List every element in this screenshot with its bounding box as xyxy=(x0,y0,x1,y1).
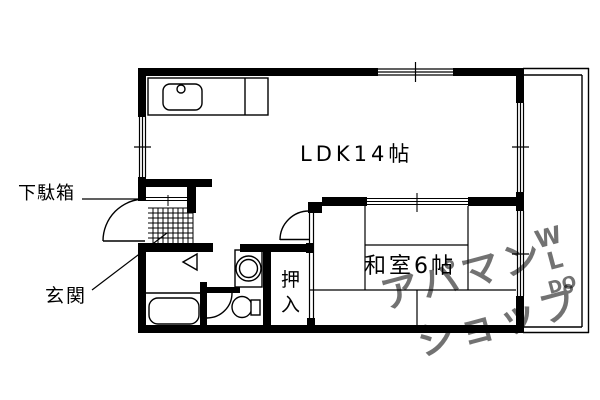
kitchen-counter-outline xyxy=(147,77,269,116)
wall-top-right xyxy=(453,68,523,76)
windows xyxy=(134,62,529,296)
window-left xyxy=(134,117,151,177)
hall-door xyxy=(279,210,310,241)
washitsu-room xyxy=(309,193,516,325)
window-top xyxy=(378,62,453,82)
window-right-upper xyxy=(512,103,529,192)
wall-oshiire-left xyxy=(263,252,271,325)
kitchen-sink-icon xyxy=(162,83,203,111)
wall-washitsu-top-left xyxy=(322,197,367,206)
oshiire-closet xyxy=(308,213,315,325)
washitsu-fusuma xyxy=(367,193,468,212)
kitchen-counter xyxy=(147,77,269,116)
genkan-area xyxy=(102,195,194,243)
wall-washitsu-top-right xyxy=(468,197,516,206)
oshiire-label-char1: 押 xyxy=(281,269,300,291)
entrance-door-arc xyxy=(102,198,146,242)
wall-left-mid xyxy=(138,177,146,201)
toilet-icon xyxy=(231,295,253,319)
washing-machine-icon xyxy=(234,249,263,288)
toilet-door-arc xyxy=(206,292,233,319)
getabako-label: 下駄箱 xyxy=(18,183,75,204)
wall-hall-vertical xyxy=(187,187,196,213)
wall-hall-horizontal xyxy=(145,179,212,187)
faucet-icon xyxy=(176,84,186,94)
wall-right-bottom xyxy=(516,296,524,333)
tatami-lines xyxy=(309,206,516,325)
balcony xyxy=(523,67,590,334)
watermark-side-l: L xyxy=(544,245,566,276)
watermark: アパマン ショップ W L DO xyxy=(376,220,586,365)
wall-niche-top xyxy=(240,244,308,252)
washitsu-label: 和室6帖 xyxy=(364,254,456,279)
genkan-leader xyxy=(91,232,168,291)
walls xyxy=(138,68,524,333)
wall-left-upper xyxy=(138,68,146,117)
washing-machine-drum-inner xyxy=(238,258,259,279)
hall-door-arc xyxy=(279,210,310,241)
ldk-label: LDK14帖 xyxy=(300,142,413,166)
genkan-tile-grid xyxy=(148,207,194,243)
oshiire-label-char2: 入 xyxy=(281,294,300,316)
wall-right-top xyxy=(516,68,524,103)
entrance-door xyxy=(102,198,146,242)
wall-fusuma-bottom-block xyxy=(307,318,315,325)
genkan-label: 玄関 xyxy=(45,285,87,307)
washroom xyxy=(206,249,263,319)
bathroom xyxy=(146,252,200,325)
bathtub-icon xyxy=(148,297,200,325)
room-labels: LDK14帖 和室6帖 押 入 玄関 下駄箱 xyxy=(18,142,456,316)
window-right-lower xyxy=(512,211,529,296)
wall-bath-right xyxy=(200,282,207,325)
wall-top-left xyxy=(138,68,378,76)
wall-genkan-bath xyxy=(138,243,213,252)
wall-corner-block xyxy=(308,202,322,213)
bath-door-triangle-icon xyxy=(181,252,198,272)
wall-left-lower xyxy=(138,243,146,333)
washing-machine-drum-outer xyxy=(235,255,262,282)
leader-lines xyxy=(82,198,168,291)
toilet-tank xyxy=(250,299,261,316)
wall-right-mid xyxy=(516,192,524,211)
wall-bottom xyxy=(138,325,523,333)
wall-toilet-top xyxy=(202,287,240,293)
